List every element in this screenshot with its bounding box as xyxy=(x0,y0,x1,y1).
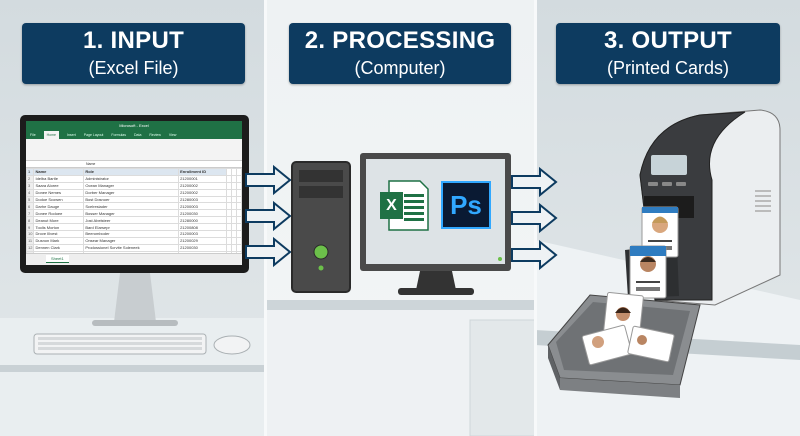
id-card xyxy=(629,245,667,299)
excel-window: Microsoft - Excel File Home Insert Page … xyxy=(26,121,242,265)
sheet-tab[interactable]: Sheet1 xyxy=(46,255,69,263)
ribbon-tab[interactable]: Page Layout xyxy=(83,133,104,137)
mouse-icon xyxy=(213,335,251,355)
ribbon-tab[interactable]: Data xyxy=(134,133,142,137)
step-title: 3. OUTPUT xyxy=(603,27,733,54)
ribbon-tab[interactable]: View xyxy=(168,133,177,137)
arrow-right-icon xyxy=(245,164,292,196)
vent-icon xyxy=(755,190,771,212)
ribbon-tabs: File Home Insert Page Layout Formulas Da… xyxy=(26,131,242,139)
id-card xyxy=(581,324,633,366)
excel-icon-letter: X xyxy=(386,197,397,214)
excel-title: Microsoft - Excel xyxy=(26,121,242,131)
sheet-bar: Sheet1 xyxy=(26,253,242,265)
arrow-right-icon xyxy=(511,166,558,198)
step-subtitle: (Computer) xyxy=(354,58,446,78)
step-3-header: 3. OUTPUT (Printed Cards) xyxy=(556,23,780,84)
photoshop-icon: Ps xyxy=(441,181,491,229)
ribbon-tab[interactable]: Formulas xyxy=(111,133,126,137)
arrow-right-icon xyxy=(511,239,558,271)
excel-app-icon xyxy=(380,180,429,231)
monitor-stand xyxy=(114,273,156,322)
id-card xyxy=(627,325,675,363)
arrow-right-icon xyxy=(245,200,292,232)
ribbon-tab[interactable]: File xyxy=(30,133,36,137)
step-subtitle: (Excel File) xyxy=(88,58,179,78)
step-2-header: 2. PROCESSING (Computer) xyxy=(289,23,511,84)
formula-bar[interactable]: Name xyxy=(26,161,242,168)
step-subtitle: (Printed Cards) xyxy=(606,58,730,78)
printer-display xyxy=(651,155,687,175)
ribbon xyxy=(26,139,242,161)
arrow-right-icon xyxy=(511,202,558,234)
ribbon-tab[interactable]: Review xyxy=(149,133,161,137)
step-title: 1. INPUT xyxy=(82,27,185,54)
ribbon-tab[interactable]: Home xyxy=(43,131,59,139)
step-1-header: 1. INPUT (Excel File) xyxy=(22,23,245,84)
ribbon-tab[interactable]: Insert xyxy=(66,133,76,137)
step-title: 2. PROCESSING xyxy=(304,27,496,54)
arrow-right-icon xyxy=(245,236,292,268)
power-button-icon xyxy=(313,244,329,260)
